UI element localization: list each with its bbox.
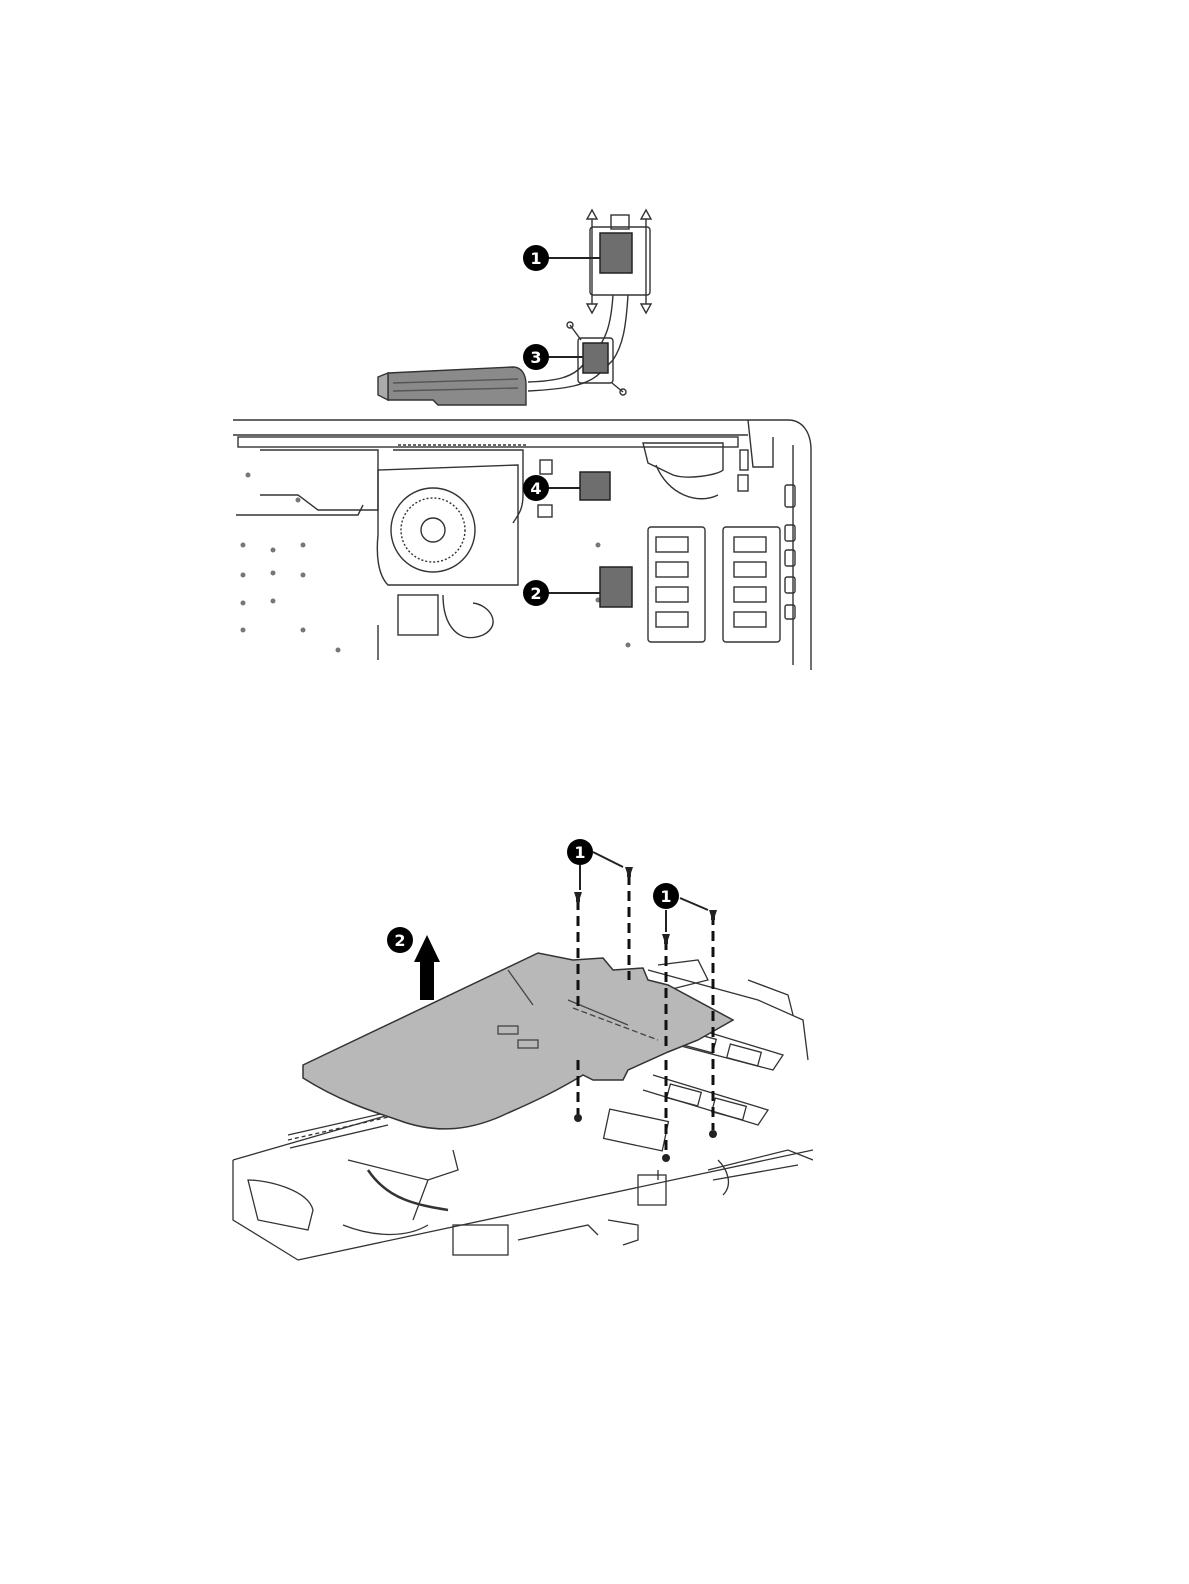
thermal-pad-4 — [580, 472, 610, 500]
memory-modules — [648, 527, 780, 642]
radiator-fins — [378, 367, 526, 405]
board-shield-figure: 1 1 2 — [228, 830, 813, 1270]
thermal-pad-2 — [600, 567, 632, 607]
svg-text:2: 2 — [530, 584, 541, 603]
thermal-pad-3 — [583, 343, 608, 373]
svg-text:1: 1 — [530, 249, 541, 268]
svg-text:1: 1 — [660, 887, 671, 906]
board-shield-illustration: 1 1 2 — [228, 830, 813, 1270]
svg-text:3: 3 — [530, 348, 541, 367]
svg-text:1: 1 — [574, 843, 585, 862]
system-board-shield — [303, 953, 733, 1129]
heat-sink-figure: 1 3 4 2 — [228, 205, 813, 670]
callout-1: 1 — [523, 245, 549, 271]
screw-holes — [241, 473, 631, 653]
wlan-module — [378, 595, 493, 660]
chassis — [233, 420, 811, 670]
fan — [377, 465, 518, 585]
lift-arrow — [414, 935, 440, 1000]
svg-text:4: 4 — [530, 479, 541, 498]
thermal-pad-1 — [600, 233, 632, 273]
callout-2: 2 — [523, 580, 549, 606]
cable-assembly — [643, 443, 748, 499]
callout-3: 3 — [523, 344, 549, 370]
callout-lift: 2 — [387, 927, 413, 953]
callout-screws-right: 1 — [653, 883, 679, 909]
callout-screws-left: 1 — [567, 839, 593, 865]
callout-4: 4 — [523, 475, 549, 501]
svg-text:2: 2 — [394, 931, 405, 950]
heat-sink-illustration: 1 3 4 2 — [228, 205, 813, 670]
